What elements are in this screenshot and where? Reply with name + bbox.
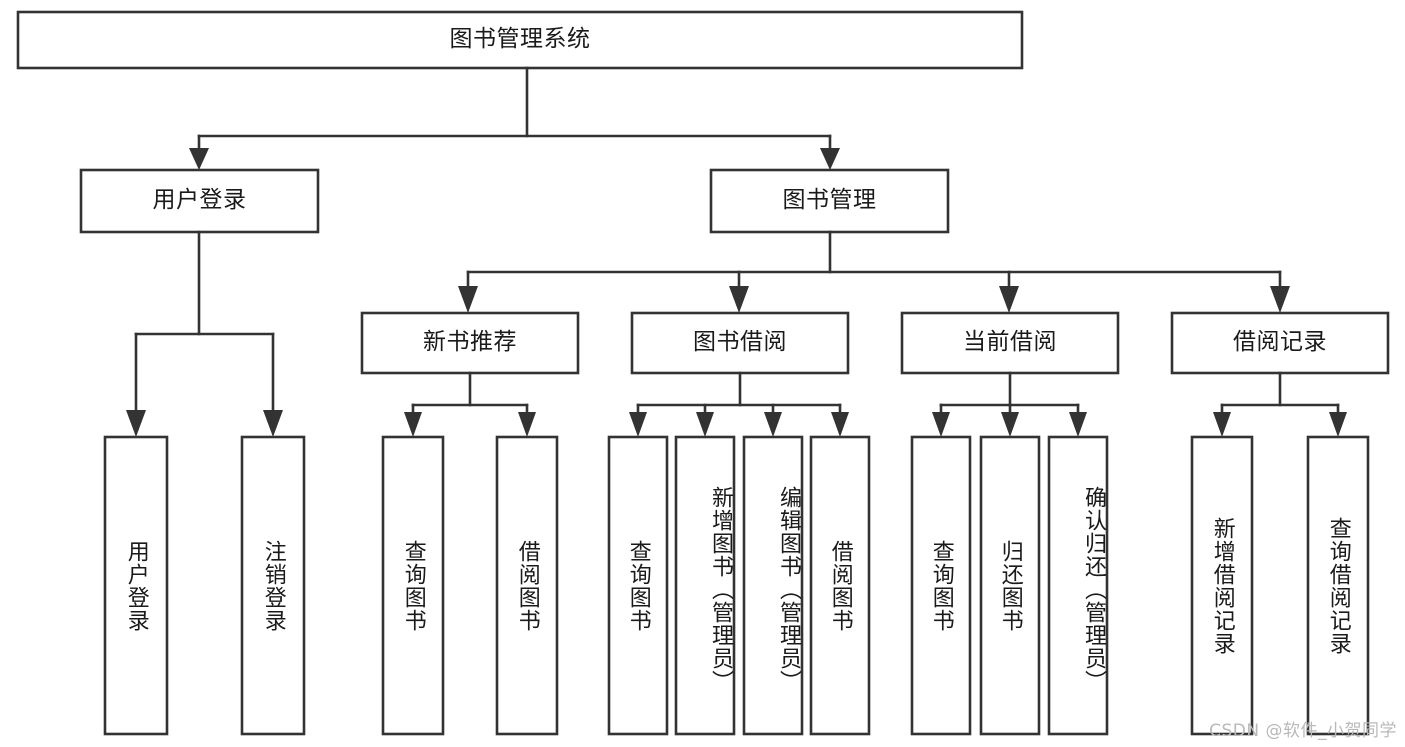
node-borrow-record-box[interactable] xyxy=(1170,311,1390,375)
node-user-login-box[interactable] xyxy=(79,168,320,234)
node-leaf-user-login-box[interactable] xyxy=(103,435,169,736)
arrow-to-book-manage-icon xyxy=(820,148,840,170)
arrow-to-leaf-edit-book-icon xyxy=(764,412,782,437)
node-leaf-confirm-return-box[interactable] xyxy=(1047,435,1109,736)
arrow-to-borrow-record-icon xyxy=(1270,286,1290,313)
node-leaf-query-record-box[interactable] xyxy=(1306,435,1370,736)
node-leaf-return-book-box[interactable] xyxy=(979,435,1041,736)
node-leaf-add-book-box[interactable] xyxy=(674,435,736,736)
arrow-to-leaf-borrow-book-1-icon xyxy=(518,412,536,437)
arrow-to-book-borrow-icon xyxy=(729,286,749,313)
node-leaf-add-record-box[interactable] xyxy=(1190,435,1254,736)
node-current-borrow-box[interactable] xyxy=(900,311,1120,375)
arrow-to-leaf-borrow-book-2-icon xyxy=(831,412,849,437)
arrow-to-leaf-logout-icon xyxy=(263,410,283,437)
node-leaf-query-book-2-box[interactable] xyxy=(607,435,669,736)
arrow-to-leaf-confirm-return-icon xyxy=(1069,412,1087,437)
node-leaf-logout-box[interactable] xyxy=(240,435,306,736)
arrow-to-user-login-icon xyxy=(189,148,209,170)
arrow-to-current-borrow-icon xyxy=(999,286,1019,313)
node-leaf-query-book-3-box[interactable] xyxy=(910,435,972,736)
node-book-manage-box[interactable] xyxy=(709,168,950,234)
arrow-to-leaf-query-book-2-icon xyxy=(629,412,647,437)
arrow-to-leaf-query-book-1-icon xyxy=(404,412,422,437)
node-leaf-borrow-book-1-box[interactable] xyxy=(495,435,559,736)
node-leaf-edit-book-box[interactable] xyxy=(742,435,804,736)
node-leaf-query-book-1-box[interactable] xyxy=(381,435,445,736)
node-book-borrow-box[interactable] xyxy=(630,311,850,375)
arrow-to-leaf-query-book-3-icon xyxy=(932,412,950,437)
node-new-book-rec-box[interactable] xyxy=(360,311,580,375)
node-root-box[interactable] xyxy=(16,10,1024,70)
node-leaf-borrow-book-2-box[interactable] xyxy=(809,435,871,736)
arrow-to-leaf-return-book-icon xyxy=(1001,412,1019,437)
arrow-to-leaf-query-record-icon xyxy=(1329,412,1347,437)
arrow-to-leaf-add-book-icon xyxy=(696,412,714,437)
arrow-to-new-book-rec-icon xyxy=(458,286,478,313)
arrow-to-leaf-add-record-icon xyxy=(1213,412,1231,437)
arrow-to-leaf-user-login-icon xyxy=(126,410,146,437)
